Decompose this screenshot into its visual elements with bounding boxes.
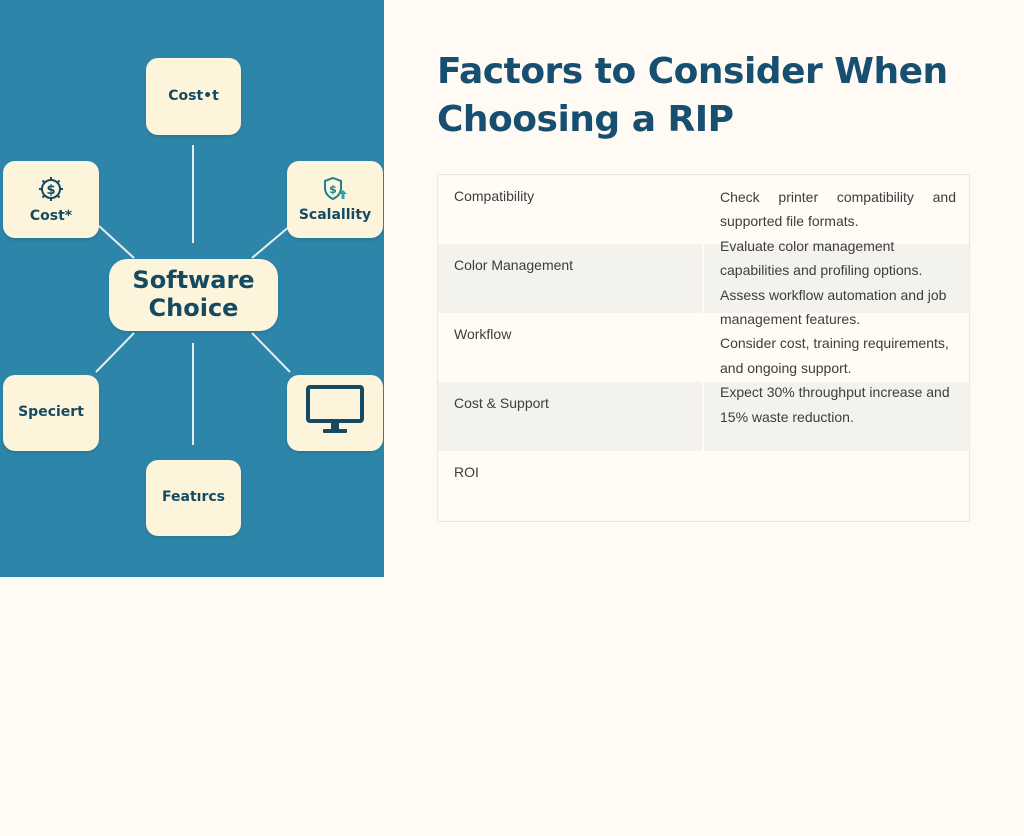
factor-name: Cost & Support: [438, 382, 702, 451]
table-row: Workflow: [438, 313, 969, 382]
node-upper-left-label: Cost*: [29, 207, 73, 224]
node-upper-right: $ Scalallity: [287, 161, 383, 238]
node-upper-left: $ Cost*: [3, 161, 99, 238]
node-lower-right: [287, 375, 383, 451]
connector-lower-right: [251, 332, 291, 373]
page-heading: Factors to Consider When Choosing a RIP: [437, 51, 948, 140]
description-text: Check printer compatibility and supporte…: [720, 189, 956, 230]
svg-text:$: $: [46, 183, 55, 198]
node-lower-left-label: Speciert: [18, 404, 84, 421]
svg-text:$: $: [329, 183, 337, 196]
node-lower-left: Speciert: [3, 375, 99, 451]
diagram-connectors: [95, 145, 291, 445]
description-text: Expect 30% throughput increase and 15% w…: [720, 384, 950, 425]
node-bottom-label: Featırcs: [162, 489, 225, 506]
description-text: Assess workflow automation and job manag…: [720, 286, 947, 328]
node-upper-right-label: Scalallity: [298, 206, 372, 223]
connector-upper-left: [98, 225, 135, 259]
factor-name: Workflow: [454, 326, 512, 342]
node-bottom: Featırcs: [146, 460, 241, 536]
factor-name: ROI: [454, 464, 479, 480]
description-text: Evaluate color management capabilities a…: [720, 237, 923, 279]
dollar-shield-up-icon: $: [321, 176, 349, 206]
table-row: Cost & Support: [438, 382, 969, 451]
dollar-gear-icon: $: [36, 175, 66, 207]
node-top: Cost•t: [146, 58, 241, 135]
table-row: ROI: [438, 451, 969, 520]
table-row: Color Management: [438, 244, 969, 313]
factor-descriptions: Check printer compatibility and supporte…: [720, 185, 956, 429]
connector-lower-left: [95, 332, 135, 373]
factors-table: Compatibility Color Management Workflow …: [437, 174, 970, 522]
monitor-icon: [305, 384, 365, 440]
table-row: Compatibility: [438, 175, 969, 244]
description-text: Consider cost, training requirements, an…: [720, 335, 949, 376]
factor-name: Compatibility: [454, 188, 535, 204]
factor-name: Color Management: [438, 244, 702, 313]
connector-upper-right: [251, 225, 291, 259]
node-top-label: Cost•t: [168, 87, 219, 104]
